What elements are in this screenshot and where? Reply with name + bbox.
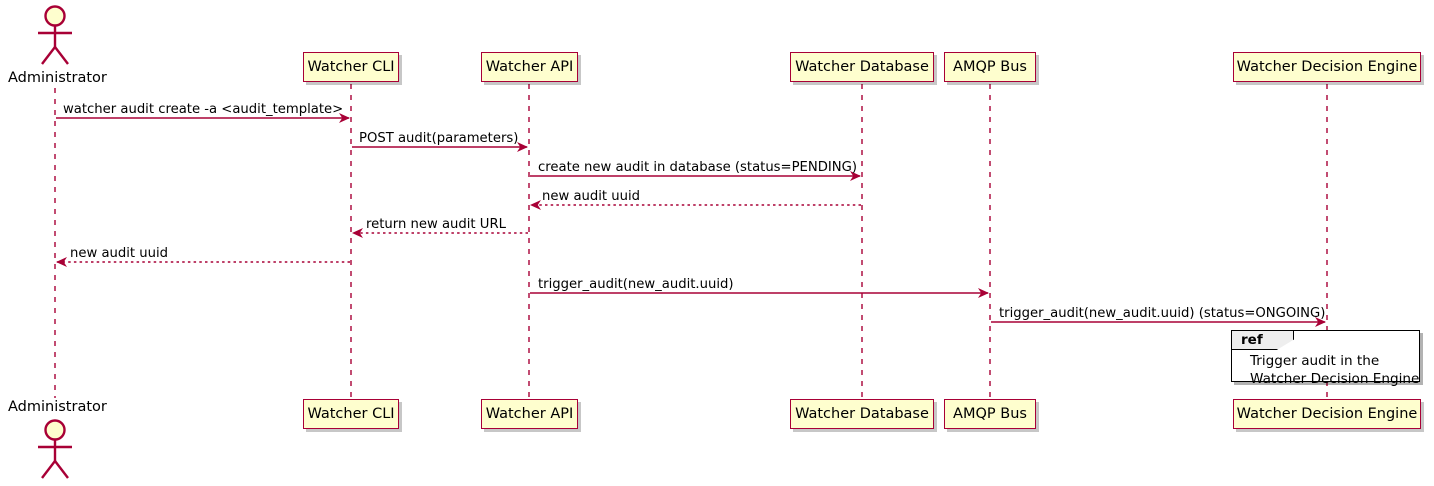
message-label-m3: create new audit in database (status=PEN… bbox=[538, 160, 858, 175]
participant-watcher-cli-top[interactable]: Watcher CLI bbox=[303, 52, 399, 82]
lifelines bbox=[54, 84, 1328, 398]
participant-watcher-decision-engine-bottom[interactable]: Watcher Decision Engine bbox=[1233, 399, 1421, 429]
actor-label-administrator-top: Administrator bbox=[8, 70, 107, 86]
participant-label: Watcher Database bbox=[795, 405, 929, 422]
actor-label-administrator-bottom: Administrator bbox=[8, 399, 107, 415]
participant-label: Watcher CLI bbox=[307, 405, 395, 422]
participant-watcher-database-bottom[interactable]: Watcher Database bbox=[790, 399, 934, 429]
actor-administrator-bottom bbox=[38, 419, 72, 479]
participant-amqp-bus-bottom[interactable]: AMQP Bus bbox=[944, 399, 1036, 429]
participant-amqp-bus-top[interactable]: AMQP Bus bbox=[944, 52, 1036, 82]
participant-label: Watcher Database bbox=[795, 58, 929, 75]
actor-administrator-top bbox=[38, 5, 72, 65]
participant-watcher-cli-bottom[interactable]: Watcher CLI bbox=[303, 399, 399, 429]
message-label-m7: trigger_audit(new_audit.uuid) bbox=[538, 277, 734, 292]
message-label-m4: new audit uuid bbox=[542, 189, 641, 204]
message-label-m5: return new audit URL bbox=[366, 217, 506, 232]
ref-fragment-body: Trigger audit in the Watcher Decision En… bbox=[1232, 353, 1419, 389]
participant-watcher-api-bottom[interactable]: Watcher API bbox=[481, 399, 578, 429]
participant-label: Watcher Decision Engine bbox=[1236, 405, 1418, 422]
participant-label: AMQP Bus bbox=[953, 405, 1027, 422]
participant-label: Watcher Decision Engine bbox=[1236, 58, 1418, 75]
ref-fragment-line-2: Watcher Decision Engine bbox=[1250, 370, 1420, 387]
participant-label: AMQP Bus bbox=[953, 58, 1027, 75]
message-label-m1: watcher audit create -a <audit_template> bbox=[63, 102, 344, 117]
participant-label: Watcher API bbox=[485, 405, 574, 422]
ref-fragment-tag: ref bbox=[1232, 331, 1294, 350]
message-label-m6: new audit uuid bbox=[70, 246, 169, 261]
ref-fragment-line-1: Trigger audit in the bbox=[1250, 353, 1380, 369]
participant-watcher-database-top[interactable]: Watcher Database bbox=[790, 52, 934, 82]
participant-watcher-api-top[interactable]: Watcher API bbox=[481, 52, 578, 82]
message-arrows bbox=[56, 113, 1326, 327]
participant-watcher-decision-engine-top[interactable]: Watcher Decision Engine bbox=[1233, 52, 1421, 82]
ref-fragment: ref Trigger audit in the Watcher Decisio… bbox=[1231, 330, 1420, 387]
participant-label: Watcher CLI bbox=[307, 58, 395, 75]
participant-label: Watcher API bbox=[485, 58, 574, 75]
message-label-m8: trigger_audit(new_audit.uuid) (status=ON… bbox=[999, 306, 1326, 321]
message-label-m2: POST audit(parameters) bbox=[359, 131, 519, 146]
